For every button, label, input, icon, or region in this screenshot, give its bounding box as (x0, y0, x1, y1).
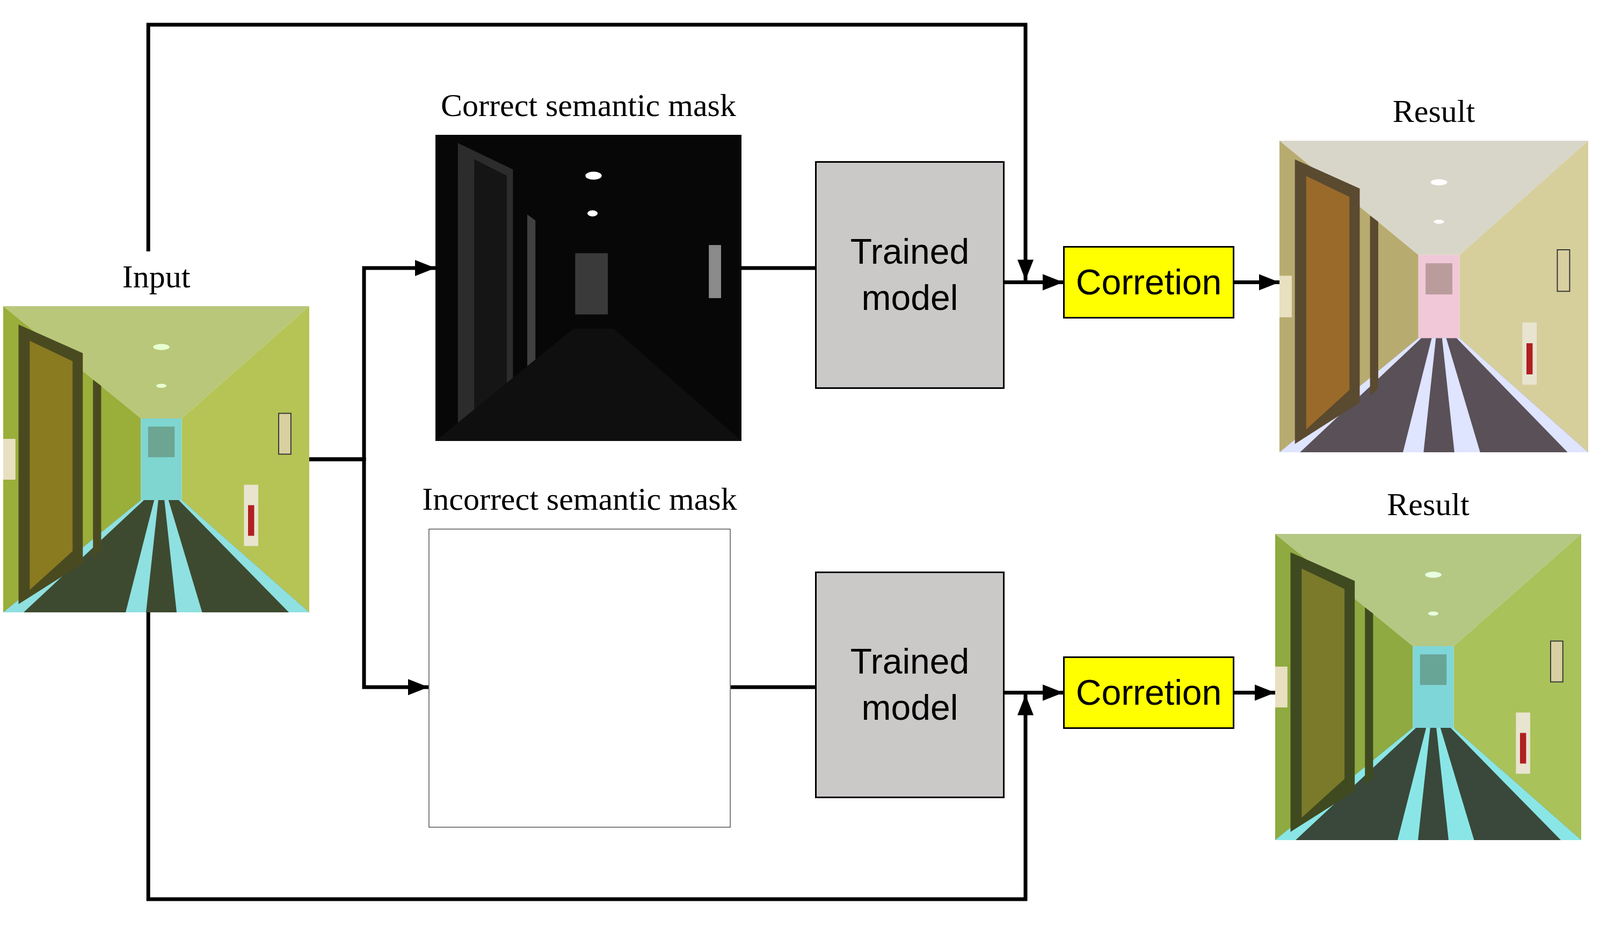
end-door (1425, 263, 1453, 295)
mask-corridor-end (575, 252, 608, 315)
door (1301, 568, 1345, 818)
door-frame (1295, 159, 1360, 445)
fire-extinguisher (1520, 732, 1526, 764)
box-label: Corretion (1075, 669, 1222, 716)
arrowhead (1042, 274, 1064, 291)
wall-sign (1275, 666, 1288, 708)
end-door (1420, 653, 1447, 685)
mask-picture (435, 134, 742, 441)
corridor-photo (1275, 533, 1582, 840)
blank-mask (428, 528, 731, 828)
image-caption: Incorrect semantic mask (422, 481, 737, 517)
image-caption: Result (1386, 486, 1469, 522)
image-caption: Result (1392, 93, 1475, 129)
fire-extinguisher (248, 505, 254, 536)
floor-shine (125, 499, 159, 613)
model-box: Trained model (815, 161, 1005, 389)
wall-poster (1550, 641, 1563, 682)
result-image: Result (1279, 140, 1589, 453)
mask-ground (435, 134, 742, 441)
box-label: Trained model (816, 228, 1003, 322)
image-caption: Correct semantic mask (440, 87, 737, 123)
connector (741, 267, 816, 268)
corridor-end (1413, 645, 1454, 728)
arrowhead (1042, 684, 1064, 701)
mask-light (585, 171, 602, 180)
arrowhead (1259, 274, 1280, 291)
connector-line (309, 267, 436, 460)
blank-mask-image: Incorrect semantic mask (428, 528, 731, 828)
mask-floor (435, 328, 742, 441)
ceiling-light (1434, 219, 1445, 224)
result-image: Result (1275, 533, 1582, 840)
connector (309, 459, 429, 695)
fire-extinguisher (1526, 343, 1533, 375)
arrowhead (415, 259, 436, 276)
mask-border (428, 528, 731, 827)
connector (309, 259, 436, 460)
door-frame (18, 324, 84, 605)
connector-line (741, 265, 816, 270)
connector (1234, 274, 1280, 291)
ceiling-light (1424, 571, 1442, 578)
connector (730, 686, 816, 688)
door (29, 340, 73, 591)
semantic-mask-image: Correct semantic mask (435, 134, 742, 441)
corridor-photo (1279, 140, 1589, 453)
end-door (148, 426, 175, 457)
correction-box: Corretion (1063, 245, 1235, 319)
connector-line (730, 685, 816, 689)
wall-poster (1557, 249, 1570, 292)
floor-shine (1397, 727, 1431, 840)
door-frame (1290, 551, 1356, 832)
corridor-end (1418, 255, 1460, 339)
door (1306, 176, 1350, 430)
wall-panel (1364, 607, 1373, 785)
arrowhead (1254, 684, 1276, 701)
floor-shine (1402, 337, 1436, 453)
arrowhead (1017, 259, 1034, 281)
box-label: Trained model (816, 638, 1003, 731)
mask-light (587, 210, 598, 217)
box-label: Corretion (1075, 259, 1222, 306)
corridor-end (141, 418, 183, 500)
correction-box: Corretion (1063, 656, 1235, 729)
arrowhead (1042, 684, 1064, 701)
ceiling-light (1430, 179, 1448, 186)
input-image: Input (3, 306, 310, 613)
ceiling-light (1428, 611, 1439, 616)
arrowhead (1017, 694, 1034, 716)
extinguisher-box (1515, 712, 1531, 774)
wall-sign (1279, 275, 1292, 317)
ceiling-light (156, 383, 167, 388)
wall-sign (3, 438, 16, 480)
connector-line (309, 459, 429, 687)
extinguisher-box (1522, 322, 1537, 385)
floor-shine (1450, 727, 1582, 840)
image-caption: Input (122, 258, 191, 295)
wall-poster (278, 413, 292, 455)
wall-panel (92, 379, 101, 558)
mask-poster (708, 244, 722, 298)
corridor-photo (3, 306, 310, 613)
model-box: Trained model (815, 571, 1005, 798)
wall-panel (1370, 215, 1379, 396)
arrowhead (408, 678, 429, 695)
extinguisher-box (243, 484, 259, 547)
ceiling-light (153, 343, 170, 350)
arrowhead (1042, 274, 1064, 291)
connector (1234, 684, 1276, 701)
